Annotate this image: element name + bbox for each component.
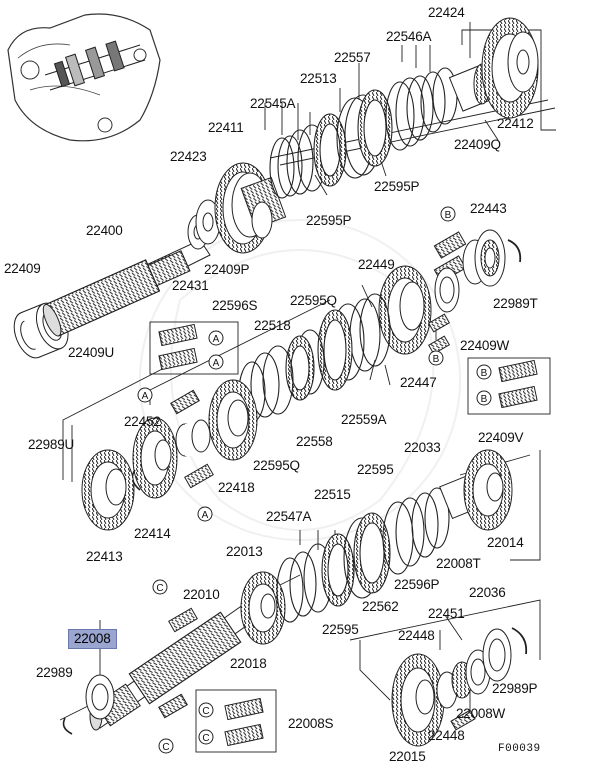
part-label-22452[interactable]: 22452 [124, 414, 161, 429]
gear-22418 [208, 379, 258, 461]
part-label-22545A[interactable]: 22545A [250, 96, 296, 111]
part-label-22513[interactable]: 22513 [300, 71, 337, 86]
part-label-22447[interactable]: 22447 [400, 375, 437, 390]
svg-text:A: A [213, 358, 220, 369]
part-label-22546A[interactable]: 22546A [386, 29, 432, 44]
part-label-22409P[interactable]: 22409P [204, 262, 250, 277]
part-label-22449[interactable]: 22449 [358, 257, 395, 272]
collar-22452 [175, 419, 211, 457]
svg-text:B: B [445, 210, 452, 221]
part-label-22515[interactable]: 22515 [314, 487, 351, 502]
part-label-22595-b[interactable]: 22595 [322, 622, 359, 637]
part-label-22008-highlighted[interactable]: 22008 [68, 629, 117, 649]
svg-text:A: A [213, 334, 220, 345]
svg-text:C: C [156, 583, 163, 594]
part-label-22989U[interactable]: 22989U [28, 437, 75, 452]
part-label-22557[interactable]: 22557 [334, 50, 371, 65]
part-label-22518[interactable]: 22518 [254, 318, 291, 333]
part-label-22033[interactable]: 22033 [404, 440, 441, 455]
part-label-22409U[interactable]: 22409U [68, 345, 115, 360]
needle-bearing-c [158, 607, 198, 719]
gear-22414 [131, 417, 178, 499]
part-label-22008T[interactable]: 22008T [436, 556, 481, 571]
gear-22014 [439, 449, 513, 531]
part-label-22008S[interactable]: 22008S [288, 716, 334, 731]
part-label-22409Q[interactable]: 22409Q [454, 137, 501, 152]
part-label-22596P[interactable]: 22596P [394, 577, 440, 592]
needle-bearing-a [170, 389, 214, 489]
part-label-22451[interactable]: 22451 [428, 606, 465, 621]
part-label-22448-a[interactable]: 22448 [398, 628, 435, 643]
part-label-22559A[interactable]: 22559A [341, 412, 387, 427]
svg-text:A: A [142, 391, 149, 402]
part-label-22013[interactable]: 22013 [226, 544, 263, 559]
part-label-22989P[interactable]: 22989P [492, 681, 538, 696]
part-label-22413[interactable]: 22413 [86, 549, 123, 564]
part-label-22562[interactable]: 22562 [362, 599, 399, 614]
synchro-rings-middle [238, 293, 391, 423]
part-label-22010[interactable]: 22010 [183, 587, 220, 602]
part-label-22431[interactable]: 22431 [172, 278, 209, 293]
gear-22018 [240, 571, 286, 645]
part-label-22423[interactable]: 22423 [170, 149, 207, 164]
svg-text:C: C [162, 742, 169, 753]
bracket-needle-bearings [158, 323, 538, 747]
gear-22015 [391, 627, 528, 747]
gear-22412 [448, 17, 539, 119]
gear-22411 [214, 162, 287, 254]
part-label-22595P-b[interactable]: 22595P [306, 213, 352, 228]
part-label-22595Q-a[interactable]: 22595Q [290, 293, 337, 308]
part-label-22411[interactable]: 22411 [208, 120, 244, 135]
part-label-22443[interactable]: 22443 [470, 201, 507, 216]
part-label-22595Q-b[interactable]: 22595Q [253, 458, 300, 473]
gear-22447 [378, 265, 450, 355]
synchro-rings-upper [269, 67, 458, 199]
part-label-22418[interactable]: 22418 [218, 480, 255, 495]
part-label-22448-b[interactable]: 22448 [428, 728, 465, 743]
part-label-22595[interactable]: 22595 [357, 462, 394, 477]
ref-markers [137, 206, 492, 754]
part-label-22595P-a[interactable]: 22595P [374, 179, 420, 194]
svg-text:B: B [481, 368, 488, 379]
part-label-22558[interactable]: 22558 [296, 434, 333, 449]
synchro-rings-lower [276, 487, 450, 623]
part-label-22409V[interactable]: 22409V [478, 430, 524, 445]
part-label-22014[interactable]: 22014 [487, 535, 524, 550]
input-shaft-22400 [13, 214, 211, 359]
part-label-22400[interactable]: 22400 [86, 223, 123, 238]
part-label-22409W[interactable]: 22409W [460, 338, 510, 353]
svg-text:B: B [433, 354, 440, 365]
bearing-22449 [434, 267, 460, 313]
part-label-22424[interactable]: 22424 [428, 5, 465, 20]
transmission-housing-thumbnail [7, 13, 161, 142]
svg-text:A: A [202, 510, 209, 521]
part-label-22018[interactable]: 22018 [230, 656, 267, 671]
part-label-22547A[interactable]: 22547A [266, 509, 312, 524]
part-label-22596S[interactable]: 22596S [212, 298, 258, 313]
svg-text:B: B [481, 394, 488, 405]
part-label-22008W[interactable]: 22008W [456, 706, 506, 721]
svg-text:C: C [202, 733, 209, 744]
part-label-22412[interactable]: 22412 [497, 116, 534, 131]
bearing-22989 [62, 674, 115, 735]
part-label-22409[interactable]: 22409 [4, 261, 41, 276]
part-label-22015[interactable]: 22015 [389, 749, 426, 764]
part-label-22414[interactable]: 22414 [134, 526, 171, 541]
gear-22413 [81, 449, 135, 531]
svg-text:C: C [202, 706, 209, 717]
part-label-22036[interactable]: 22036 [469, 585, 506, 600]
part-label-22989[interactable]: 22989 [36, 665, 73, 680]
part-label-22989T[interactable]: 22989T [493, 296, 538, 311]
figure-code: F00039 [498, 743, 541, 755]
